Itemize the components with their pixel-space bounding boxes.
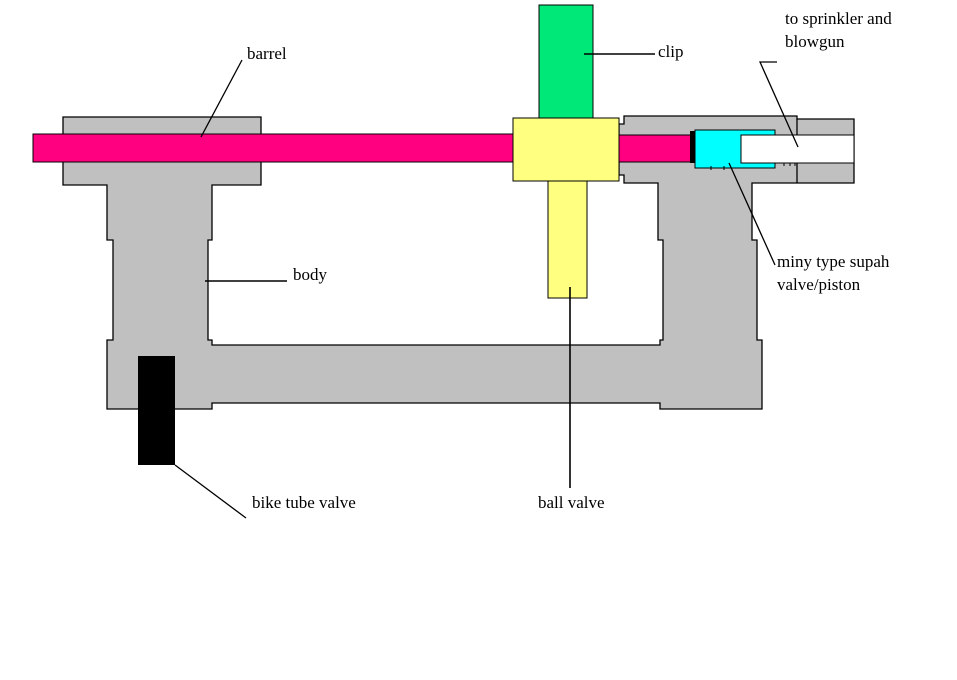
label-bike-valve: bike tube valve	[252, 493, 356, 512]
label-outlet-line1: to sprinkler and	[785, 9, 892, 28]
label-outlet-line2: blowgun	[785, 32, 845, 51]
label-piston-line2: valve/piston	[777, 275, 861, 294]
label-ball-valve: ball valve	[538, 493, 605, 512]
label-body: body	[293, 265, 328, 284]
piston-seal	[690, 131, 696, 163]
thread-marks	[710, 163, 796, 170]
label-piston-line1: miny type supah	[777, 252, 890, 271]
outlet-tube	[740, 134, 855, 164]
piston-leader	[728, 162, 776, 266]
barrel-rear	[616, 134, 693, 163]
barrel-leader	[200, 59, 243, 138]
outlet-leader	[758, 61, 799, 148]
label-barrel: barrel	[247, 44, 287, 63]
barrel	[32, 133, 516, 163]
bike-tube-valve	[138, 356, 175, 465]
bike-valve-leader	[174, 464, 247, 519]
ball-valve-body	[512, 117, 620, 182]
ball-valve-handle	[547, 180, 588, 299]
clip	[538, 4, 594, 119]
label-clip: clip	[658, 42, 684, 61]
